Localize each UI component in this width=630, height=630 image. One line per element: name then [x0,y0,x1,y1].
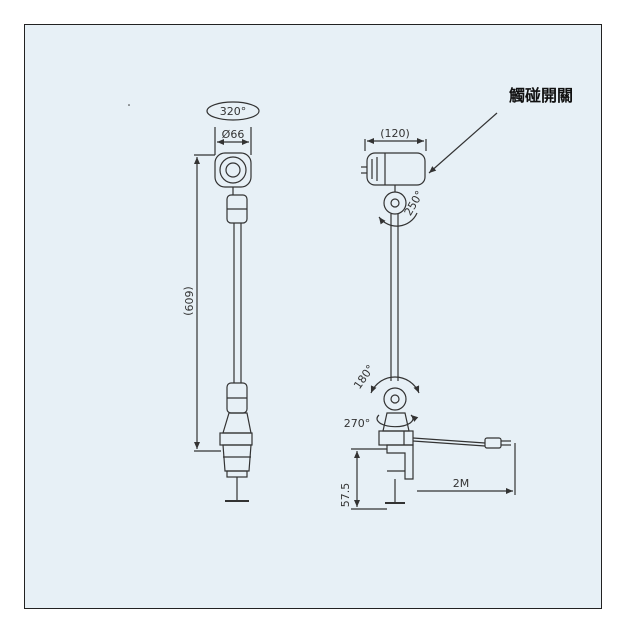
rotation-ellipse [206,101,260,121]
side-clamp [386,444,414,480]
elbow-pivot [383,387,407,411]
clamp-height-label: 57.5 [339,483,352,508]
base-rotation-label: 270° [344,417,371,430]
base-front [222,412,252,434]
base-rotation-arc [376,414,419,428]
side-view: (120) 250° 觸碰開關 180° 270° [339,86,573,510]
lamp-lens-outer [219,156,247,184]
elbow-rotation-arc [370,376,420,394]
cable-plug [484,437,502,449]
callout-arrow [428,112,498,174]
power-cable [412,437,486,444]
lamp-head-side [366,152,426,186]
clamp-front [222,444,252,472]
head-tilt-label: 250° [402,189,427,218]
cable-length-label: 2M [453,477,470,490]
technical-drawing: 320° Ø66 (609) [128,86,573,510]
front-view: 320° Ø66 (609) [182,101,260,502]
rotation-label: 320° [220,105,247,118]
lamp-lens-inner [225,162,241,178]
drawing-frame: 320° Ø66 (609) [24,24,602,609]
length-label: (609) [182,286,195,316]
callout-label: 觸碰開關 [509,86,573,105]
diameter-label: Ø66 [222,128,245,141]
head-tilt-arc [378,212,418,227]
head-width-label: (120) [380,127,410,140]
side-base [382,412,410,432]
elbow-rotation-label: 180° [351,362,377,391]
